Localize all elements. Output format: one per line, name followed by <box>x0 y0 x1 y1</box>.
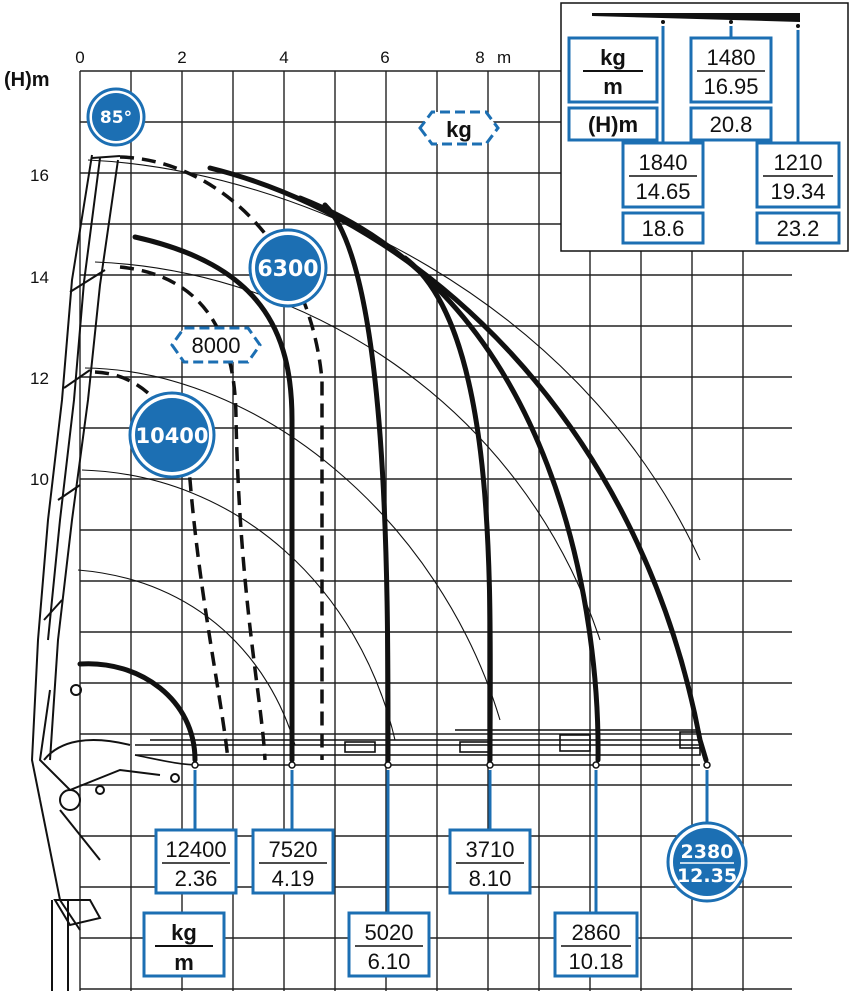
load-curve <box>132 234 295 763</box>
load-badge-6300: 6300 <box>248 228 328 308</box>
chassis <box>134 729 701 766</box>
inset-panel: kg m (H)m 1480 16.95 20.8 1840 14.65 18.… <box>560 2 849 252</box>
inset-tip-b-kg: 1840 <box>639 150 688 175</box>
y-tick-label: 16 <box>30 166 49 185</box>
y-tick-label: 10 <box>30 470 49 489</box>
reach-arc <box>81 469 396 741</box>
reach-arc <box>77 569 296 746</box>
dashed-curve <box>119 155 324 760</box>
outreach-box-4: 3710 8.10 <box>448 828 532 895</box>
load-curve <box>402 255 493 763</box>
crane-boom <box>30 154 180 991</box>
inset-tip-a-m: 16.95 <box>703 74 758 99</box>
angle-badge: 85° <box>86 87 146 147</box>
x-tick-label: 6 <box>380 48 389 67</box>
inset-tip-c-h: 23.2 <box>777 216 820 241</box>
last-outreach-m: 12.35 <box>677 865 737 887</box>
drop-lines <box>193 770 709 913</box>
inset-tip-b-m: 14.65 <box>635 179 690 204</box>
outreach-m: 6.10 <box>368 949 411 974</box>
outreach-kg: 2860 <box>572 920 621 945</box>
inset-tip-b-h: 18.6 <box>642 216 685 241</box>
x-axis-labels: 0 2 4 6 8 m <box>75 48 511 67</box>
legend-m: m <box>174 950 194 975</box>
load-curve <box>77 661 198 763</box>
last-outreach-badge: 2380 12.35 <box>666 821 748 903</box>
outreach-m: 2.36 <box>175 866 218 891</box>
load-badge-10400: 10400 <box>128 391 216 479</box>
y-axis-unit: (H)m <box>4 69 50 91</box>
reach-arc <box>84 367 501 721</box>
outreach-m: 10.18 <box>568 949 623 974</box>
x-tick-label: 0 <box>75 48 84 67</box>
inset-tip-a-h: 20.8 <box>710 112 753 137</box>
outreach-kg: 5020 <box>365 920 414 945</box>
reach-arcs <box>77 159 701 746</box>
dashed-curve <box>119 265 267 761</box>
outreach-box-1: 12400 2.36 <box>154 828 238 895</box>
dashed-load-curves <box>94 155 324 761</box>
load-curve <box>322 202 391 763</box>
legend-kg: kg <box>171 920 197 945</box>
outreach-m: 8.10 <box>469 866 512 891</box>
y-axis-labels: (H)m 16 14 12 10 <box>4 69 50 489</box>
dashed-curve <box>94 370 230 761</box>
kg-tag: kg <box>418 110 500 146</box>
inset-tip-a-kg: 1480 <box>707 45 756 70</box>
outreach-kg: 7520 <box>269 837 318 862</box>
last-outreach-kg: 2380 <box>681 841 734 863</box>
load-curve <box>297 195 601 763</box>
inset-legend-m: m <box>603 74 623 99</box>
load-curves <box>77 165 709 763</box>
inset-tip-c-kg: 1210 <box>774 150 823 175</box>
x-axis-unit: m <box>497 48 511 67</box>
x-tick-label: 4 <box>279 48 288 67</box>
outreach-m: 4.19 <box>272 866 315 891</box>
load-value: 6300 <box>257 257 318 282</box>
outreach-points <box>191 761 711 769</box>
y-tick-label: 12 <box>30 369 49 388</box>
reach-arc <box>94 261 601 641</box>
load-tag-value: 8000 <box>192 333 241 358</box>
reach-arc <box>87 159 701 561</box>
load-value: 10400 <box>135 424 208 448</box>
y-tick-label: 14 <box>30 268 49 287</box>
outreach-box-3: 5020 6.10 <box>347 911 431 978</box>
load-tag-8000: 8000 <box>170 326 262 364</box>
x-tick-label: 2 <box>177 48 186 67</box>
kg-tag-label: kg <box>446 117 472 142</box>
unit-legend-box: kg m <box>142 911 226 978</box>
inset-legend-h: (H)m <box>588 112 638 137</box>
angle-value: 85° <box>100 108 132 128</box>
x-tick-label: 8 <box>475 48 484 67</box>
outreach-kg: 12400 <box>165 837 226 862</box>
outreach-box-2: 7520 4.19 <box>251 828 335 895</box>
outreach-box-5: 2860 10.18 <box>553 911 639 978</box>
inset-legend-kg: kg <box>600 45 626 70</box>
inset-tip-c-m: 19.34 <box>770 179 825 204</box>
outreach-kg: 3710 <box>466 837 515 862</box>
